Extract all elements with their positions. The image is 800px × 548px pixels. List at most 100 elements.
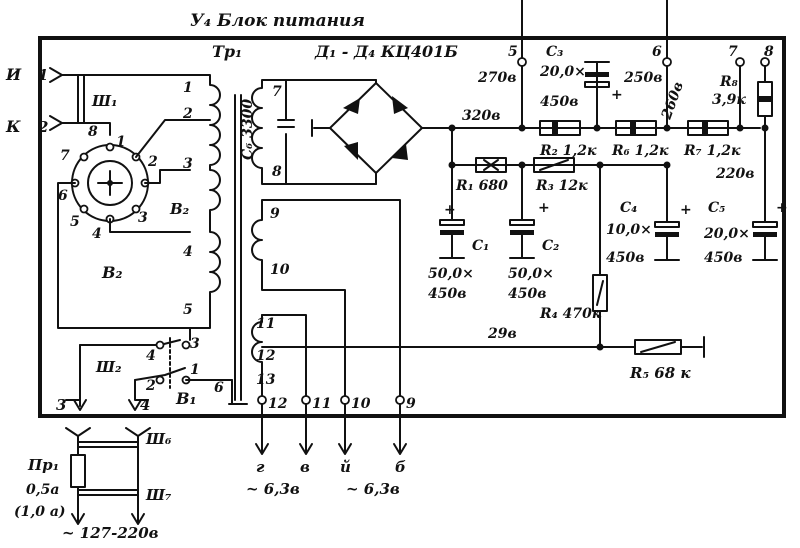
selector-name: В₂ <box>101 263 123 282</box>
heater-voltage-2: ~ 6,3в <box>346 480 400 498</box>
c3-plate-neg <box>585 72 609 77</box>
switch-b1-arm-top <box>79 339 181 346</box>
tr-pin-8: 8 <box>272 164 282 180</box>
tr-pin-1: 1 <box>183 80 193 96</box>
out-pin-10: 10 <box>351 396 371 412</box>
c5-value-1: 20,0× <box>703 226 750 242</box>
selector-rotor <box>87 160 133 206</box>
plug-w1-label: Ш₁ <box>91 92 118 110</box>
r4-label: R₄ 470к <box>539 306 602 322</box>
r8-label: R₈ <box>719 74 738 90</box>
r2-label: R₂ 1,2к <box>539 143 597 159</box>
block-frame <box>38 36 786 418</box>
selector-pos-3: 3 <box>138 210 148 226</box>
out-letter-v: в <box>300 458 310 476</box>
out-pin-11: 11 <box>312 396 331 412</box>
r6-label: R₆ 1,2к <box>611 143 669 159</box>
c1-value-1: 50,0× <box>428 266 474 282</box>
selector-pos-1: 1 <box>116 134 126 150</box>
b1-pin-4: 4 <box>146 348 156 364</box>
r3-label: R₃ 12к <box>535 178 588 194</box>
tr-pin-3: 3 <box>183 156 193 172</box>
c2-plate-pos <box>509 219 535 226</box>
plug-prong-1 <box>49 67 63 83</box>
c5-label: С₅ <box>708 200 725 216</box>
r1-label: R₁ 680 <box>455 178 508 194</box>
tr-pin-7: 7 <box>272 84 282 100</box>
c4-plate-pos <box>654 221 680 228</box>
tr-pin-6: 6 <box>214 380 224 396</box>
c5-plate-neg <box>753 232 777 237</box>
c3-plus: + <box>611 87 623 103</box>
tr-pin-13: 13 <box>256 372 276 388</box>
c4-label: С₄ <box>620 200 637 216</box>
out-letter-j: й <box>340 458 351 476</box>
b1-name: В₁ <box>175 389 197 408</box>
fuse-pr1 <box>70 454 86 488</box>
tr-pin-11: 11 <box>256 316 275 332</box>
rectifier-label: Д₁ - Д₄ КЦ401Б <box>314 42 458 61</box>
selector-name-inner: В₂ <box>169 200 190 218</box>
c1-plate-neg <box>440 230 464 235</box>
terminal-6 <box>662 57 672 67</box>
terminal-6-voltage-2: 260в <box>658 80 687 123</box>
out-letter-b: б <box>395 458 406 476</box>
c3-value-1: 20,0× <box>539 64 586 80</box>
r2-resistor <box>539 120 581 136</box>
terminal-8-voltage: 220в <box>715 166 754 182</box>
c2-label: С₂ <box>542 238 559 254</box>
terminal-8-label: 8 <box>764 44 774 60</box>
hv-secondary <box>251 79 287 185</box>
c4-plus: + <box>680 202 692 218</box>
r8-value: 3,9к <box>712 92 746 108</box>
mains-voltage: ~ 127-220в <box>62 524 159 542</box>
mains-pin2: 2 <box>37 118 48 136</box>
heater-voltage-1: ~ 6,3в <box>246 480 300 498</box>
tr-pin-5: 5 <box>183 302 193 318</box>
tr-pin-10: 10 <box>270 262 290 278</box>
c3-value-2: 450в <box>540 94 578 110</box>
c1-value-2: 450в <box>428 286 466 302</box>
plug-prong-2 <box>49 115 63 131</box>
c2-value-1: 50,0× <box>508 266 554 282</box>
heater-winding-9-10 <box>251 209 263 281</box>
v320-label: 320в <box>462 108 500 124</box>
block-title: У₄ Блок питания <box>190 11 365 31</box>
tr-pin-4: 4 <box>183 244 193 260</box>
fuse-rating: 0,5а <box>26 482 59 498</box>
tr-pin-2: 2 <box>182 106 193 122</box>
selector-pos-2: 2 <box>147 154 158 170</box>
r7-label: R₇ 1,2к <box>683 143 741 159</box>
tr-pin-12: 12 <box>256 348 276 364</box>
r5-label: R₅ 68 к <box>629 364 691 382</box>
terminal-7-label: 7 <box>728 44 738 60</box>
rectifier-bridge <box>329 82 423 174</box>
terminal-5-label: 5 <box>508 44 518 60</box>
w2-arrow-3 <box>73 399 87 411</box>
terminal-5-voltage: 270в <box>477 70 516 86</box>
c1-plus: + <box>444 202 456 218</box>
c4-value-1: 10,0× <box>606 222 652 238</box>
c3-label: С₃ <box>546 44 563 60</box>
terminal-6-label: 6 <box>652 44 662 60</box>
fuse-name: Пр₁ <box>27 456 59 474</box>
c4-plate-neg <box>655 232 679 237</box>
c6-label: С₆ 3300 <box>240 99 256 160</box>
c5-plus: + <box>776 200 788 216</box>
r3-resistor <box>533 157 575 173</box>
c2-value-2: 450в <box>508 286 546 302</box>
c3-plate-pos <box>584 81 610 88</box>
c5-value-2: 450в <box>704 250 742 266</box>
b1-pin-2: 2 <box>145 378 156 394</box>
mains-pin1: 1 <box>38 66 48 84</box>
c1-plate-pos <box>439 219 465 226</box>
primary-winding <box>189 74 221 329</box>
terminal-5 <box>517 57 527 67</box>
diode-d1 <box>343 98 360 114</box>
w2-arrow-4 <box>128 399 142 411</box>
selector-pos-6: 6 <box>58 188 68 204</box>
b1-pin-3: 3 <box>190 336 200 352</box>
selector-feed <box>87 122 111 136</box>
switch-b1-arm-bottom <box>134 367 186 381</box>
